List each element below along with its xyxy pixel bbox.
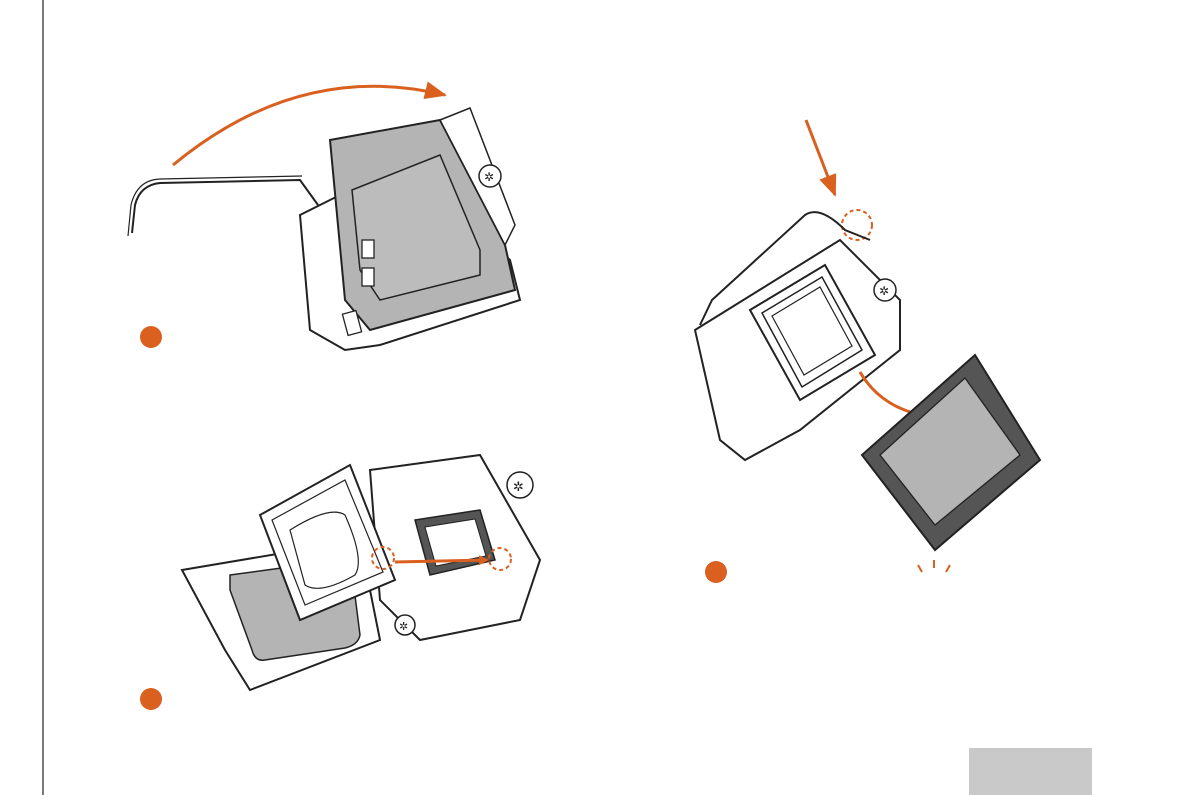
svg-text:✲: ✲ (399, 620, 408, 633)
click-marks (918, 560, 950, 572)
page-number-tab (969, 748, 1092, 795)
svg-text:✲: ✲ (879, 284, 889, 298)
svg-text:✲: ✲ (484, 170, 494, 184)
step3-marker (705, 561, 727, 583)
svg-text:✲: ✲ (513, 480, 524, 495)
step2-illustration: ✲ ✲ (182, 455, 540, 690)
step1-illustration: ✲ (128, 86, 520, 350)
step2-marker (140, 688, 162, 710)
step3-illustration: ✲ (695, 120, 1040, 572)
lever-arm (132, 180, 318, 233)
step1-marker (140, 326, 162, 348)
lever-arrow (806, 120, 835, 195)
align-arrow (395, 560, 487, 562)
